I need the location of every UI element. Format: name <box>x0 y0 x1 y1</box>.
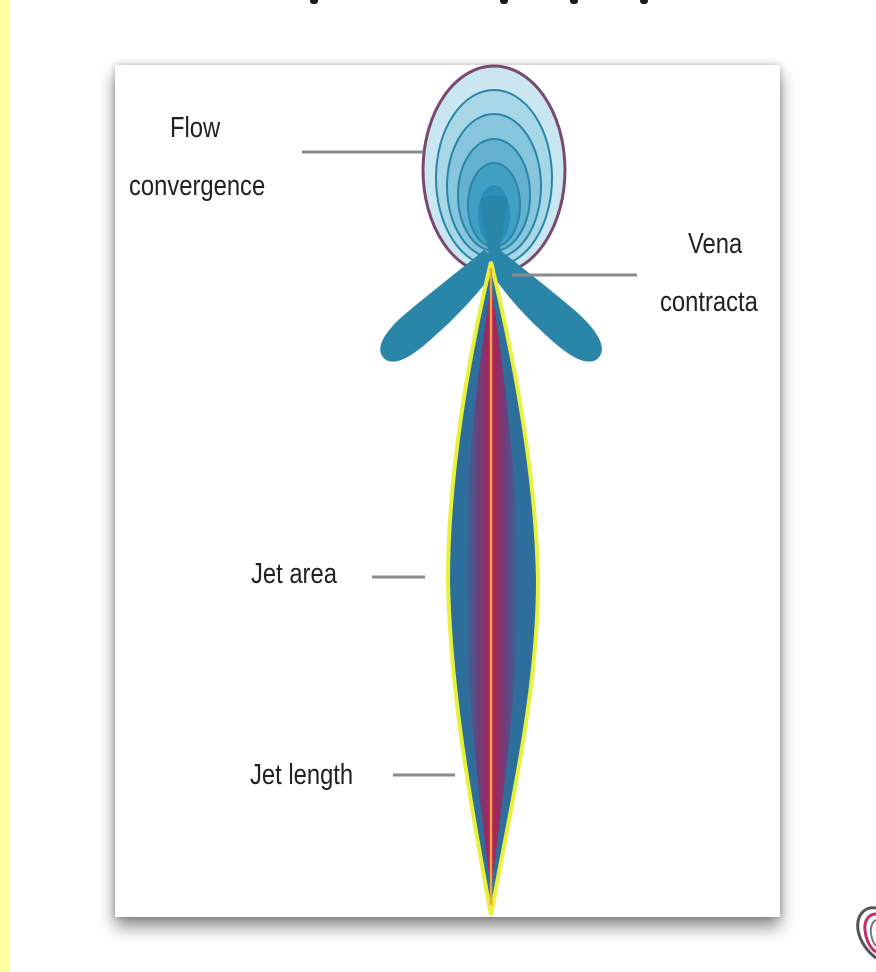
heart-logo-icon <box>850 900 876 960</box>
label-contracta: contracta <box>660 284 758 320</box>
flow-convergence-zone <box>423 66 565 274</box>
label-jet-length: Jet length <box>250 757 353 793</box>
label-convergence: convergence <box>129 168 265 204</box>
label-jet-area: Jet area <box>251 556 337 592</box>
label-flow: Flow <box>170 110 220 146</box>
label-vena: Vena <box>688 226 742 262</box>
regurgitant-jet <box>448 262 538 915</box>
